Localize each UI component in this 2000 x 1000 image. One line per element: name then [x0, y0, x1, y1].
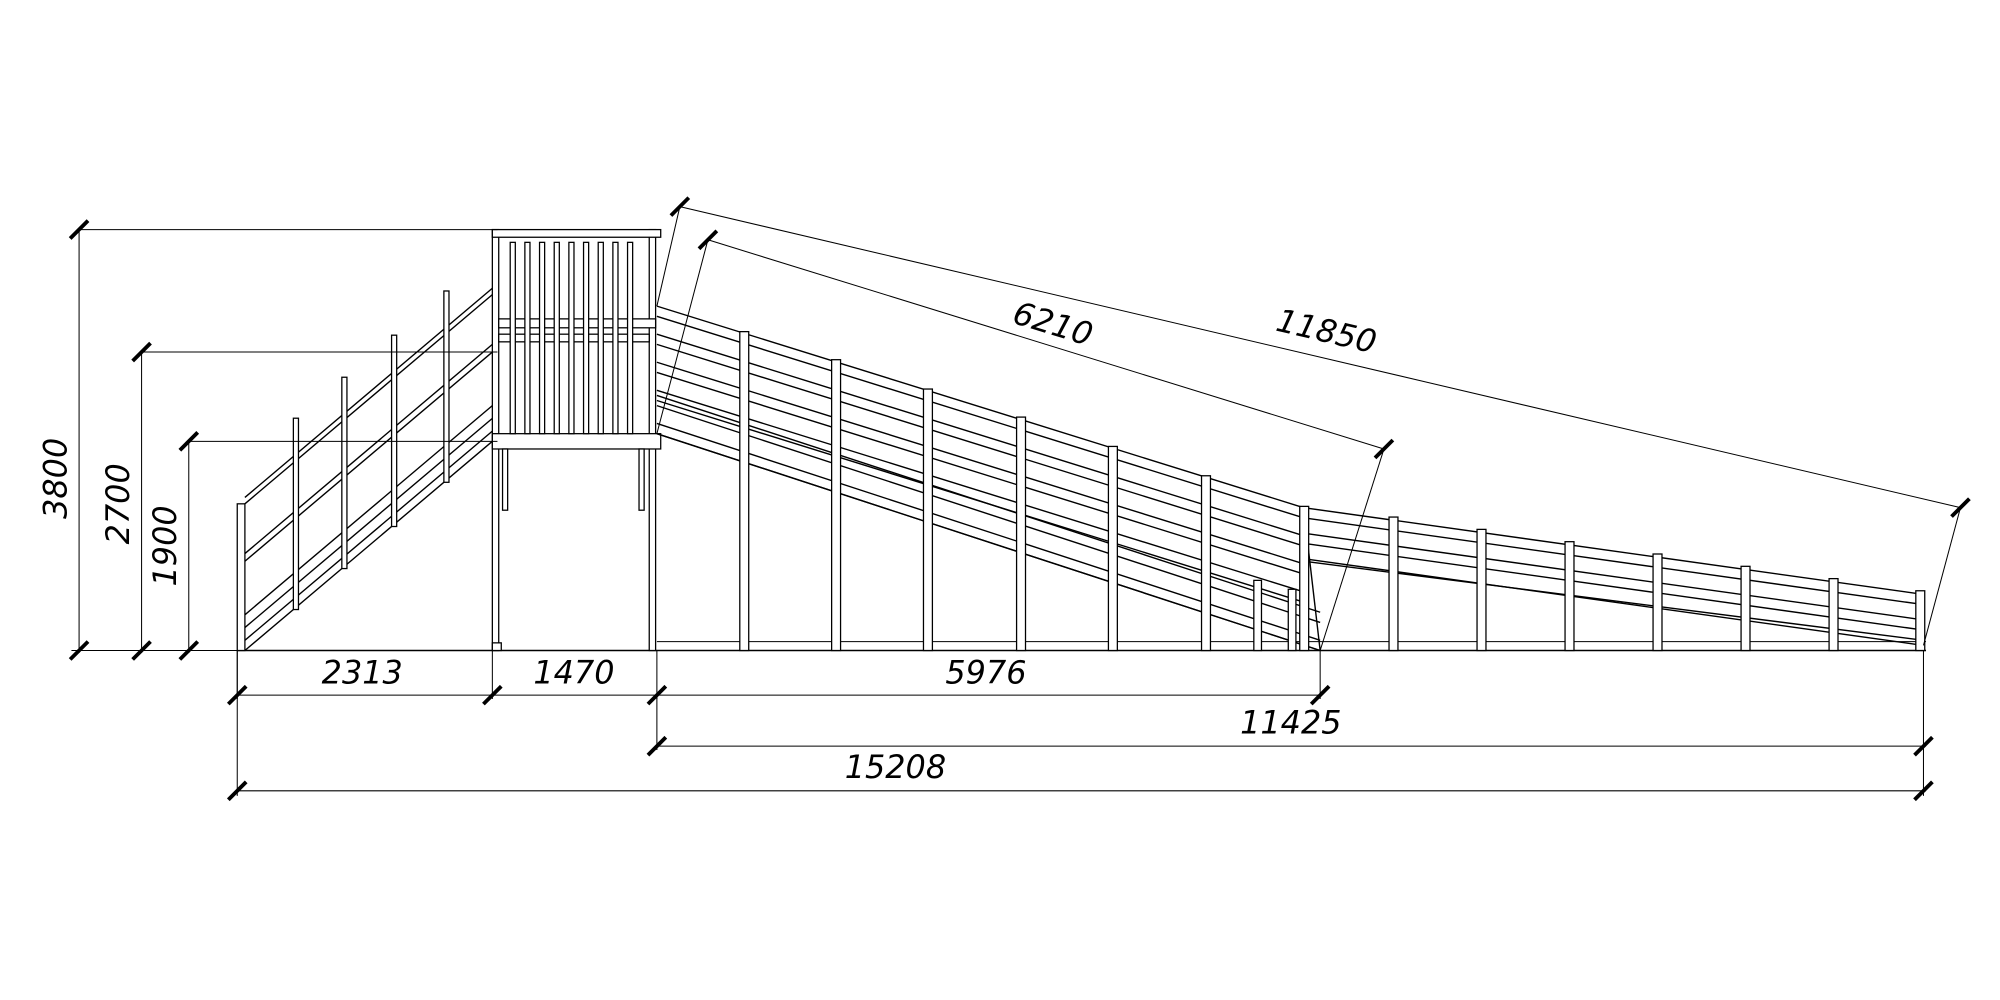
structure: [236, 228, 1927, 652]
slide-post: [1652, 553, 1663, 652]
tower-baluster: [582, 241, 590, 435]
dim-label-2313: 2313: [322, 654, 403, 692]
slide-post-short: [1253, 579, 1263, 652]
slide-upper-rail: [656, 371, 1304, 575]
stair-post: [341, 376, 348, 570]
slide-upper-rail: [656, 305, 1304, 509]
stair-handrail-mid: [244, 343, 493, 555]
slide-upper-rail: [656, 389, 1304, 593]
stair-stringer: [244, 440, 493, 652]
dim-label-11850: 11850: [1273, 301, 1380, 361]
dim-label-15208: 15208: [845, 748, 946, 786]
slide-post: [1915, 590, 1926, 652]
dimension-lines: [68, 196, 1971, 802]
ext-line: [1922, 507, 1961, 646]
slide-gentle-rail: [1303, 557, 1924, 647]
tower-brace: [501, 448, 509, 511]
slide-upper-rail: [656, 333, 1304, 537]
slide-post: [1740, 565, 1751, 652]
tower-baluster: [509, 241, 516, 435]
slide-post: [1107, 445, 1118, 652]
slide-post: [1476, 528, 1487, 652]
tower-baluster: [538, 241, 546, 435]
slide-post: [1299, 505, 1310, 652]
slide-post: [1388, 516, 1399, 652]
ext-line: [656, 206, 681, 307]
slide-gentle-bed: [1303, 560, 1924, 642]
dimension-tick: [697, 229, 719, 251]
slide-post: [922, 388, 934, 652]
dim-label-5976: 5976: [945, 654, 1026, 692]
slide-lower-rail: [656, 422, 1321, 641]
slide-post: [739, 330, 750, 652]
stair-handrail: [244, 294, 493, 505]
stair-handrail-mid: [244, 351, 493, 562]
dim-label-1900: 1900: [146, 505, 184, 586]
stair-end-post: [236, 503, 246, 652]
tower-baluster: [626, 241, 634, 435]
dim-label-6210: 6210: [1009, 294, 1098, 354]
tower-mid-rail: [498, 318, 657, 329]
slide-post: [1200, 475, 1212, 652]
dim-label-1470: 1470: [533, 654, 614, 692]
tower-brace: [638, 448, 645, 511]
slide-upper-rail: [656, 315, 1304, 519]
dimension-tick: [178, 431, 200, 452]
stair-stringer: [244, 405, 493, 616]
slide-gentle-rail: [1303, 542, 1924, 631]
dimension-tick: [68, 219, 90, 240]
dim-line-6210: [707, 239, 1385, 450]
slide-upper-rail: [656, 343, 1304, 547]
dim-label-11425: 11425: [1240, 703, 1341, 741]
tower-top-rail: [491, 228, 662, 238]
slide-post-short: [1287, 588, 1297, 652]
slide-post: [1828, 577, 1839, 652]
slide-post: [830, 359, 842, 652]
stair-stringer: [244, 430, 493, 641]
stair-post: [443, 290, 450, 483]
dim-line-11850: [679, 206, 1961, 509]
ext-line: [656, 239, 709, 434]
slide-upper-rail: [656, 361, 1304, 565]
slide-lower-rail: [656, 394, 1321, 613]
tower-baluster: [568, 241, 575, 435]
dimension-tick: [131, 341, 152, 363]
dim-label-2700: 2700: [99, 463, 137, 544]
stair-stringer: [244, 417, 493, 629]
slide-gentle-rail: [1303, 532, 1924, 621]
stair-post: [292, 417, 300, 611]
tower-baluster: [524, 241, 531, 435]
ext-line: [1319, 448, 1385, 651]
tower-foot: [491, 642, 502, 652]
slide-post: [1015, 416, 1027, 652]
tower-baluster: [612, 241, 619, 435]
tower-baluster: [553, 241, 560, 435]
dim-label-3800: 3800: [36, 438, 74, 519]
stair-handrail: [244, 287, 493, 498]
slide-gentle-rail: [1303, 506, 1924, 596]
slide-gentle-rail: [1303, 517, 1924, 606]
tower-baluster: [597, 241, 604, 435]
tower-platform: [491, 433, 662, 450]
slide-post: [1564, 541, 1575, 652]
stair-post: [390, 334, 398, 528]
